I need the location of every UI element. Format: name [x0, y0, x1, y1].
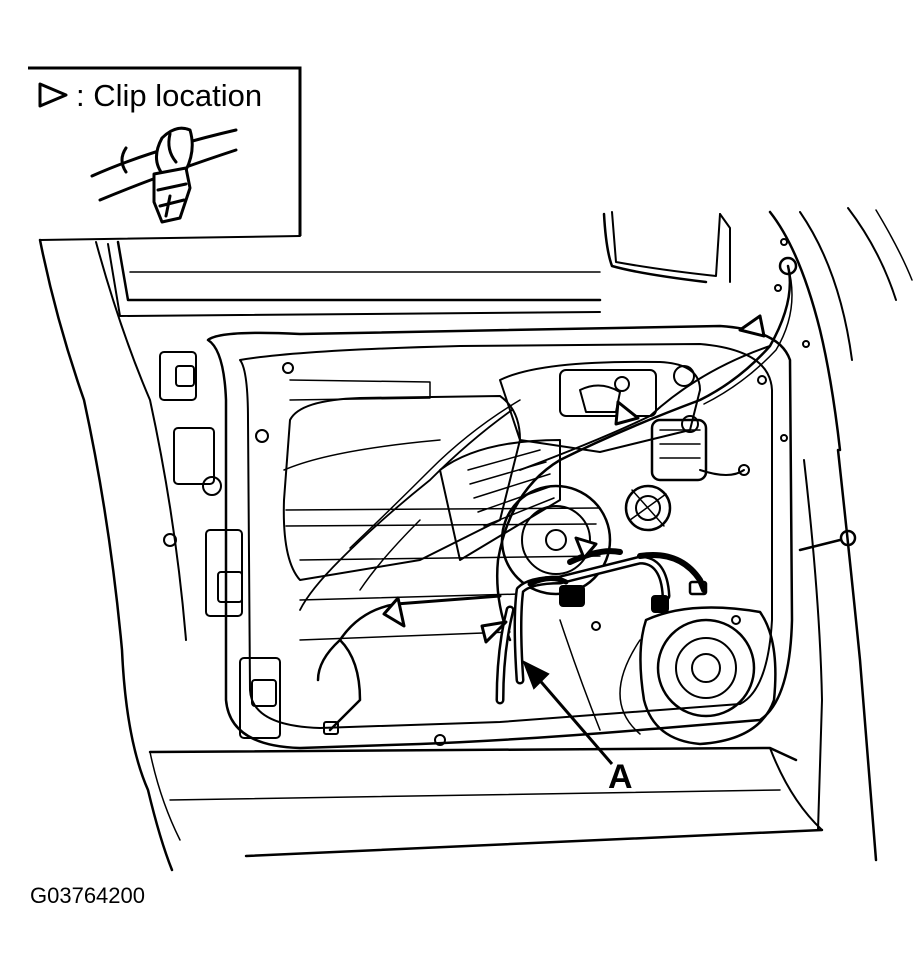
door-panel — [38, 207, 913, 872]
clip-markers — [382, 314, 766, 644]
callout-a: A — [522, 659, 633, 796]
callout-letter: A — [608, 758, 633, 796]
clip-triangle-icon — [614, 400, 640, 426]
clip-triangle-icon — [382, 596, 406, 628]
legend-text: : Clip location — [76, 78, 262, 113]
clip-triangle-icon — [480, 620, 508, 644]
clip-illustration — [90, 126, 238, 224]
figure-code: G03764200 — [30, 883, 145, 908]
clip-triangle-icon — [574, 536, 598, 560]
legend-box: : Clip location — [28, 66, 302, 236]
clip-triangle-icon — [38, 82, 68, 108]
wiring-harness — [299, 264, 793, 735]
clip-triangle-icon — [738, 314, 766, 338]
